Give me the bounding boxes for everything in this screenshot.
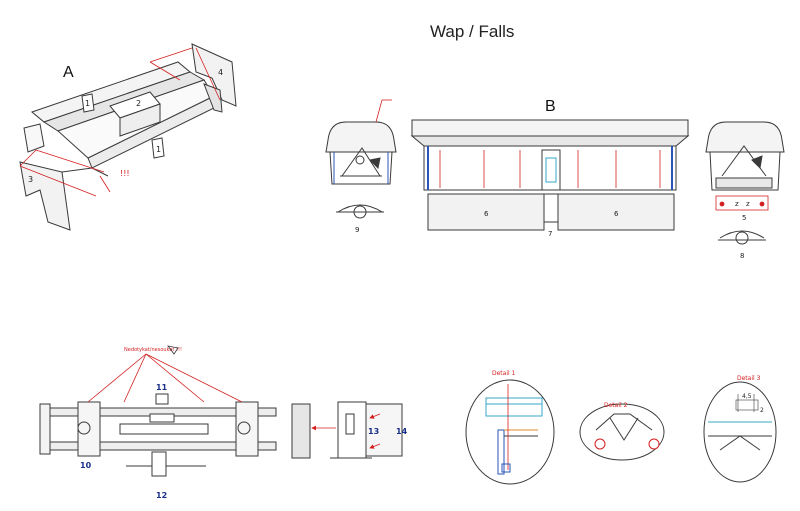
part-b-small-z2: z	[746, 200, 750, 208]
detail-3-label: Detail 3	[737, 375, 761, 382]
underside-frame	[39, 393, 311, 477]
part-b-num-8: 8	[740, 252, 744, 260]
part-a-num-1b: 1	[156, 145, 161, 154]
part-a-label: A	[63, 64, 74, 81]
detail-2	[579, 403, 665, 461]
part-b-main-red-lines	[439, 150, 661, 188]
part-b-right-end-view	[705, 121, 785, 245]
underside-note: Nedotykat/nesoukat !!!	[124, 347, 182, 353]
underside-num-11: 11	[156, 383, 168, 392]
part-b-num-7: 7	[548, 230, 552, 238]
part-b-num-6b: 6	[614, 210, 619, 218]
part-b-left-end-view	[325, 121, 397, 219]
part-a-num-2: 2	[136, 99, 141, 108]
detail-1-label: Detail 1	[492, 370, 516, 377]
part-a-num-3: 3	[28, 175, 33, 184]
note-flag-icon	[167, 345, 179, 355]
part-b-num-6a: 6	[484, 210, 489, 218]
part-a-number-labels: 1 2 1 3 4 !!!	[28, 68, 223, 184]
underside-leaders	[87, 353, 336, 431]
part-b-small-z1: z	[735, 200, 739, 208]
part-b-main-side-view	[410, 119, 690, 231]
part-a-leaders	[19, 47, 221, 197]
part-b-main-labels: 6 7 6	[484, 210, 619, 238]
part-b-left-leaders	[375, 99, 392, 123]
part-a-num-1: 1	[85, 99, 90, 108]
part-b-right-red	[715, 195, 769, 211]
part-a-warning: !!!	[120, 169, 130, 178]
part-a-assembly	[19, 43, 237, 231]
underside-num-10: 10	[80, 461, 92, 470]
end-assembly	[330, 401, 403, 459]
underside-labels: 11 10 12	[80, 383, 168, 500]
end-assembly-leaders	[369, 413, 381, 449]
underside-num-12: 12	[156, 491, 167, 500]
detail-3-labels: Detail 3 4,5 2	[737, 375, 764, 414]
part-b-num-5: 5	[742, 214, 746, 222]
page-title: Wap / Falls	[430, 22, 515, 41]
part-b-num-9: 9	[355, 226, 359, 234]
detail-3-dim-1: 4,5	[742, 393, 752, 400]
end-num-13: 13	[368, 427, 379, 436]
part-b-right-labels: z z 5 8	[735, 200, 750, 260]
end-assembly-labels: 13 14	[368, 427, 408, 436]
detail-2-label: Detail 2	[604, 402, 628, 409]
detail-1	[465, 379, 555, 485]
end-num-14: 14	[396, 427, 408, 436]
detail-3	[703, 381, 777, 483]
part-b-label: B	[545, 98, 556, 115]
part-a-num-4: 4	[218, 68, 223, 77]
detail-3-dim-2: 2	[760, 407, 764, 414]
